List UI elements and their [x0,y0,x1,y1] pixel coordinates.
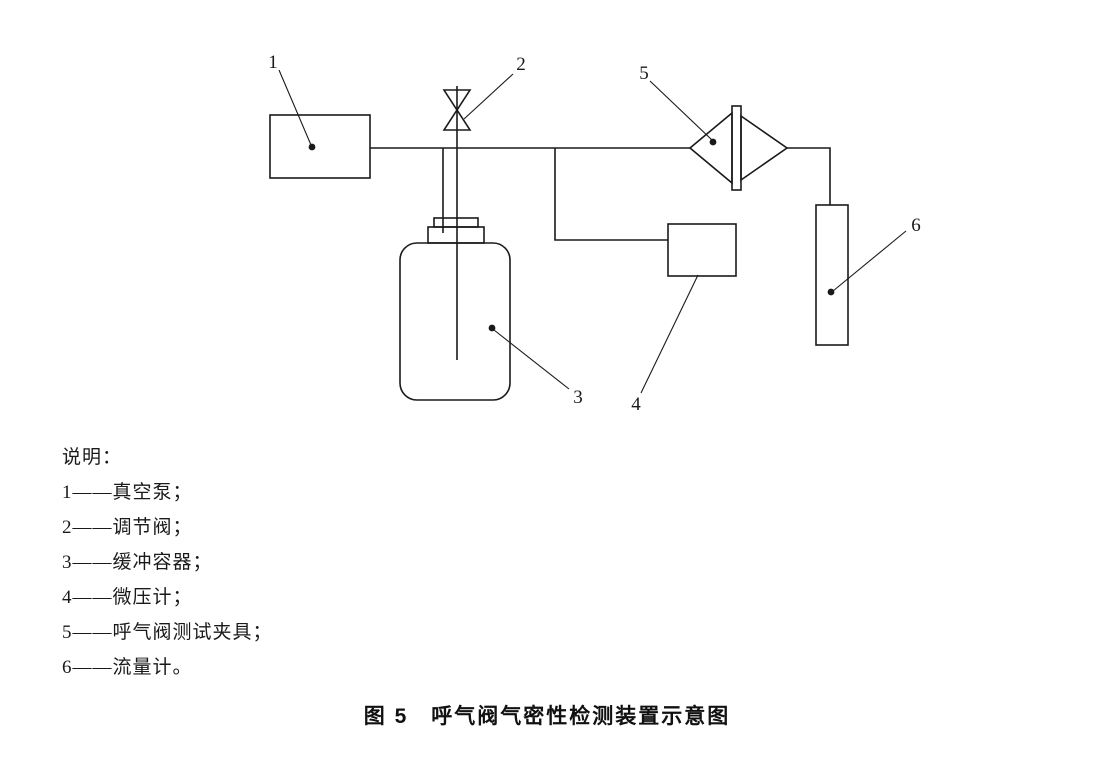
leader-line-5 [649,80,713,141]
leader-dot-5 [709,138,717,146]
callout-label-test-fixture: 5 [639,63,649,84]
legend-item-flowmeter: 6——流量计。 [62,657,193,678]
test-fixture-symbol [688,105,789,191]
pipe-to-manometer [554,148,668,241]
legend-item-vacuum-pump: 1——真空泵； [62,482,193,503]
vacuum-pump-symbol [269,114,371,179]
leader-dot-1 [308,143,316,151]
legend-title: 说明： [62,447,123,468]
pipework [370,86,831,360]
leader-line-6 [832,230,907,292]
callout-label-flowmeter: 6 [911,215,921,236]
pipe-to-flowmeter [787,147,831,205]
buffer-container-symbol [399,217,511,401]
legend-item-test-fixture: 5——呼气阀测试夹具； [62,622,273,643]
callout-label-buffer-container: 3 [573,387,583,408]
leader-line-2 [463,73,514,120]
leader-line-3 [493,329,570,390]
legend-item-buffer-container: 3——缓冲容器； [62,552,213,573]
flowmeter-symbol [815,204,849,346]
leader-line-1 [278,69,312,146]
callout-label-vacuum-pump: 1 [268,52,278,73]
leader-dot-6 [827,288,835,296]
micro-manometer-symbol [667,223,737,277]
apparatus-diagram: 1 2 3 4 5 6 [268,52,921,415]
figure-caption: 图 5 呼气阀气密性检测装置示意图 [363,705,731,728]
legend-item-micro-manometer: 4——微压计； [62,587,193,608]
callout-leaders [278,69,907,394]
callout-label-regulating-valve: 2 [516,54,526,75]
bottle-cap-base [427,226,485,244]
legend-item-regulating-valve: 2——调节阀； [62,517,193,538]
callout-label-micro-manometer: 4 [631,394,641,415]
leader-line-4 [640,274,699,394]
legend: 说明： 1——真空泵； 2——调节阀； 3——缓冲容器； 4——微压计； 5——… [62,440,273,685]
leader-dot-3 [488,324,496,332]
regulating-valve-symbol [442,89,472,131]
callout-labels: 1 2 3 4 5 6 [268,52,921,415]
bottle-cap-top [433,217,479,228]
